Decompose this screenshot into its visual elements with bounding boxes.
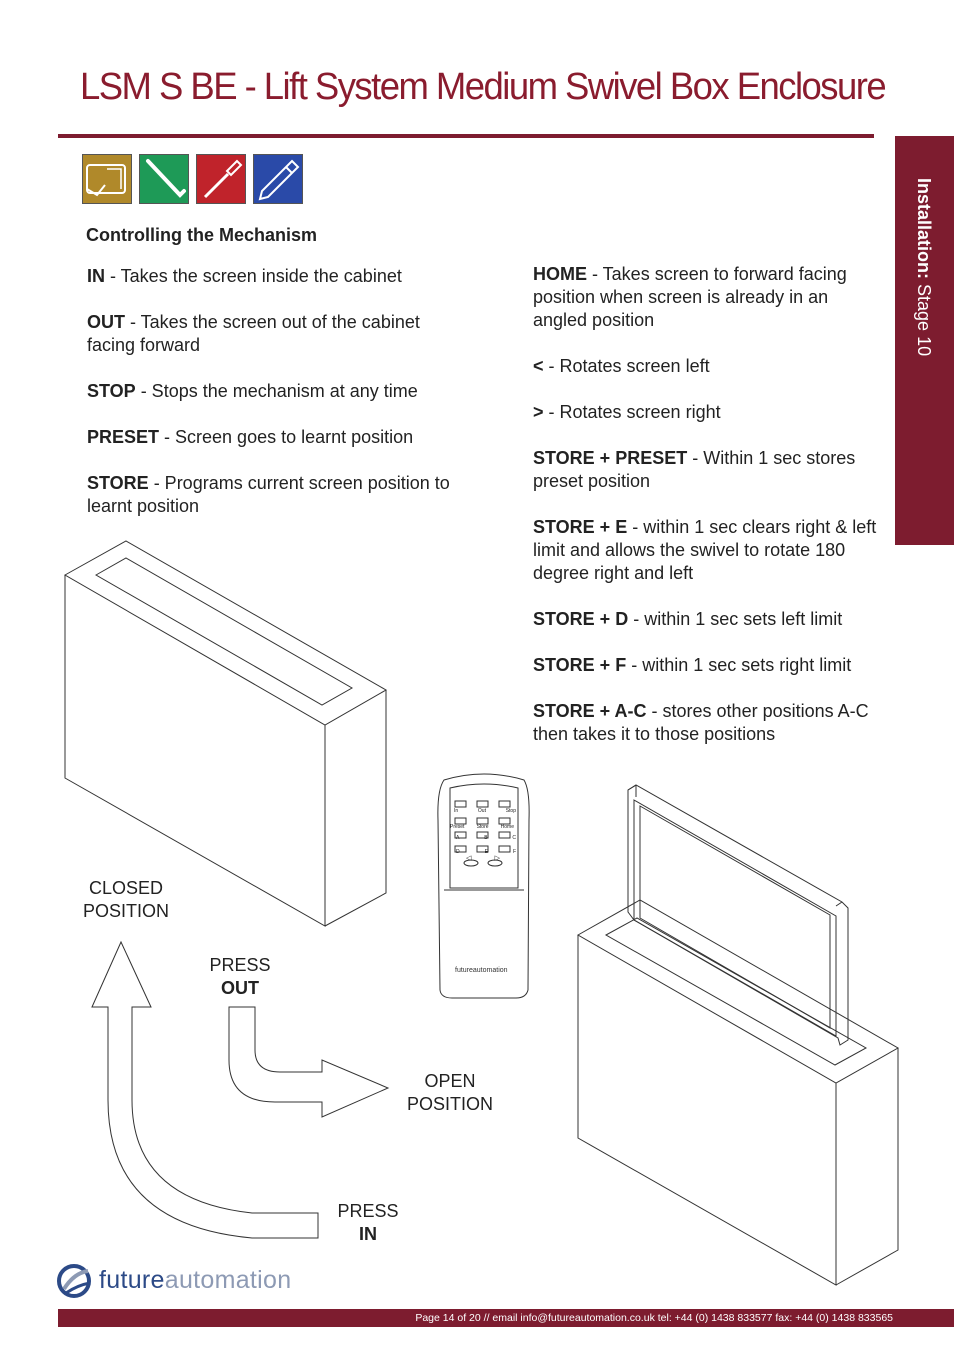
instruction-key: STOP (87, 381, 136, 401)
closed-cabinet-drawing (63, 540, 388, 927)
instruction-item: STORE + PRESET - Within 1 sec stores pre… (533, 447, 883, 493)
company-logo-icon (57, 1264, 91, 1298)
instruction-key: STORE + PRESET (533, 448, 688, 468)
instruction-desc: - Rotates screen right (543, 402, 721, 422)
instruction-item: HOME - Takes screen to forward facing po… (533, 263, 878, 332)
instruction-desc: - Stops the mechanism at any time (135, 381, 418, 401)
title-divider (58, 134, 874, 138)
remote-c-label: C (512, 835, 516, 841)
remote-b-label: B (484, 835, 488, 841)
tv-screen-drawing (627, 784, 849, 1046)
press-out-arrow (228, 1006, 390, 1118)
remote-store-label: Store (476, 824, 489, 830)
remote-brand: futureautomation (455, 967, 508, 974)
side-tab-label-stage: Stage 10 (914, 284, 934, 357)
instruction-key: < (533, 356, 544, 376)
instruction-item: STORE + E - within 1 sec clears right & … (533, 516, 878, 585)
open-label-line1: OPEN (424, 1071, 476, 1091)
remote-control (437, 773, 530, 999)
instruction-desc: - within 1 sec clears right & left limit… (533, 517, 877, 583)
instruction-desc: - within 1 sec sets right limit (626, 655, 852, 675)
remote-right-arrow-icon: ▷ (494, 855, 500, 862)
instruction-item: STORE + F - within 1 sec sets right limi… (533, 654, 883, 677)
remote-e-label: E (484, 849, 488, 855)
instruction-item: < - Rotates screen left (533, 355, 883, 378)
instruction-key: STORE + E (533, 517, 628, 537)
remote-stop-label: Stop (505, 808, 516, 814)
instruction-item: IN - Takes the screen inside the cabinet (87, 265, 487, 288)
remote-f-label: F (512, 849, 516, 855)
open-cabinet-drawing (576, 899, 900, 1286)
press-in-arrow (91, 940, 319, 1239)
allen-key-icon (139, 154, 189, 204)
side-tab-label: Installation: Stage 10 (913, 178, 934, 356)
instruction-desc: - Takes the screen out of the cabinet fa… (87, 312, 420, 355)
instruction-key: STORE + D (533, 609, 629, 629)
instruction-item: STORE + D - within 1 sec sets left limit (533, 608, 883, 631)
remote-out-label: Out (477, 808, 486, 814)
instruction-item: STOP - Stops the mechanism at any time (87, 380, 487, 403)
remote-d-label: D (456, 849, 460, 855)
instruction-key: OUT (87, 312, 125, 332)
instruction-key: STORE + F (533, 655, 627, 675)
press-in-line2: IN (359, 1224, 377, 1244)
press-out-label: PRESS OUT (195, 954, 285, 1000)
left-instructions: IN - Takes the screen inside the cabinet… (87, 265, 487, 518)
instruction-desc: - within 1 sec sets left limit (628, 609, 843, 629)
instruction-key: STORE + A-C (533, 701, 647, 721)
instruction-desc: - Takes the screen inside the cabinet (105, 266, 402, 286)
page-title: LSM S BE - Lift System Medium Swivel Box… (80, 66, 887, 108)
instruction-item: STORE + A-C - stores other positions A-C… (533, 700, 873, 746)
instruction-desc: - stores other positions A-C then takes … (533, 701, 869, 744)
remote-home-label: Home (500, 824, 514, 830)
instruction-key: PRESET (87, 427, 160, 447)
remote-left-arrow-icon: ◁ (466, 855, 472, 862)
instruction-key: IN (87, 266, 105, 286)
company-brand: futureautomation (99, 1266, 291, 1295)
instruction-desc: - Within 1 sec stores preset position (533, 448, 856, 491)
tape-measure-icon (82, 154, 132, 204)
remote-preset-label: Preset (450, 824, 465, 830)
instruction-desc: - Screen goes to learnt position (159, 427, 414, 447)
closed-label-line1: CLOSED (88, 878, 164, 898)
screwdriver-icon (196, 154, 246, 204)
closed-position-label: CLOSED POSITION (70, 877, 182, 923)
right-instructions: HOME - Takes screen to forward facing po… (533, 263, 883, 746)
remote-a-label: A (456, 835, 460, 841)
remote-labels: In Out Stop Preset Store Home A B C D E F ◁ ▷ (450, 808, 520, 862)
section-heading: Controlling the Mechanism (86, 225, 318, 245)
instruction-item: PRESET - Screen goes to learnt position (87, 426, 487, 449)
closed-label-line2: POSITION (82, 901, 169, 921)
instruction-desc: - Takes screen to forward facing positio… (533, 264, 847, 330)
open-position-label: OPEN POSITION (395, 1070, 505, 1116)
instruction-key: HOME (533, 264, 587, 284)
press-out-line2: OUT (221, 978, 259, 998)
instruction-key: > (533, 402, 544, 422)
pencil-icon (253, 154, 303, 204)
press-out-line1: PRESS (209, 955, 271, 975)
section-side-tab: Installation: Stage 10 (895, 136, 954, 545)
press-in-line1: PRESS (337, 1201, 399, 1221)
press-in-label: PRESS IN (323, 1200, 413, 1246)
instruction-key: STORE (87, 473, 149, 493)
instruction-item: > - Rotates screen right (533, 401, 883, 424)
instruction-item: OUT - Takes the screen out of the cabine… (87, 311, 457, 357)
open-label-line2: POSITION (406, 1094, 493, 1114)
brand-part-future: future (99, 1266, 165, 1294)
required-tools (82, 154, 303, 204)
brand-part-automation: automation (164, 1266, 292, 1294)
side-tab-label-bold: Installation: (914, 178, 934, 280)
remote-in-label: In (454, 808, 459, 814)
instruction-desc: - Rotates screen left (543, 356, 710, 376)
footer-contact-text: Page 14 of 20 // email info@futureautoma… (415, 1312, 893, 1324)
footer-bar: Page 14 of 20 // email info@futureautoma… (58, 1309, 954, 1327)
instruction-desc: - Programs current screen position to le… (87, 473, 450, 516)
instruction-item: STORE - Programs current screen position… (87, 472, 467, 518)
